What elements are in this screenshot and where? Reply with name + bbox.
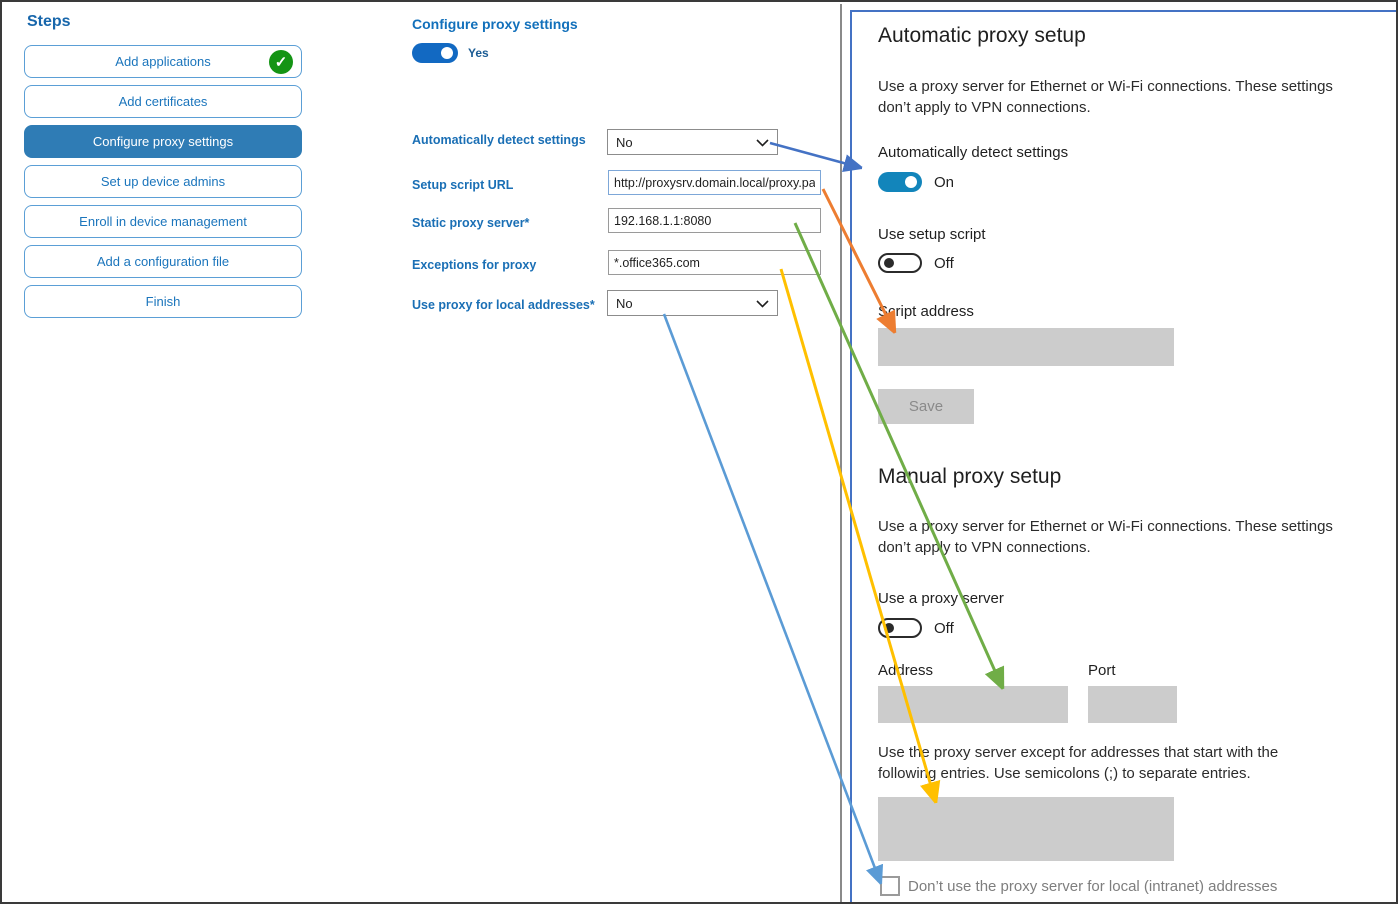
autodetect-label: Automatically detect settings [412, 133, 586, 147]
manual-proxy-description: Use a proxy server for Ethernet or Wi-Fi… [878, 518, 1333, 556]
automatic-proxy-description: Use a proxy server for Ethernet or Wi-Fi… [878, 78, 1333, 116]
setup-script-url-label: Setup script URL [412, 178, 514, 192]
static-proxy-input[interactable] [608, 208, 821, 233]
proxy-exceptions-input[interactable] [608, 250, 821, 275]
use-setup-script-toggle-state: Off [934, 255, 954, 272]
sidebar-item-label: Add a configuration file [96, 254, 230, 269]
sidebar-item-label: Enroll in device management [79, 214, 247, 229]
sidebar-item-label: Add applications [115, 54, 211, 69]
toggle-knob [884, 258, 894, 268]
static-proxy-label: Static proxy server* [412, 216, 530, 230]
proxy-exceptions-textarea[interactable] [878, 797, 1174, 861]
sidebar-item-enroll-in-device-management[interactable]: Enroll in device management [24, 205, 302, 238]
arrow-autodetect [769, 141, 862, 168]
sidebar-item-label: Add certificates [118, 94, 208, 109]
sidebar-item-label: Finish [145, 294, 181, 309]
configure-proxy-toggle-state: Yes [468, 46, 489, 60]
detect-settings-toggle[interactable] [878, 172, 922, 192]
use-setup-script-toggle[interactable] [878, 253, 922, 273]
save-button[interactable]: Save [878, 389, 974, 424]
use-proxy-server-label: Use a proxy server [878, 590, 1004, 607]
sidebar-item-add-certificates[interactable]: Add certificates [24, 85, 302, 118]
detect-settings-label: Automatically detect settings [878, 144, 1069, 161]
manual-proxy-title: Manual proxy setup [878, 465, 1062, 488]
use-proxy-server-toggle-state: Off [934, 620, 954, 637]
sidebar-item-label: Set up device admins [100, 174, 226, 189]
local-addresses-select[interactable]: No [607, 290, 778, 316]
local-intranet-checkbox[interactable] [880, 876, 900, 896]
sidebar-item-set-up-device-admins[interactable]: Set up device admins [24, 165, 302, 198]
port-label: Port [1088, 662, 1116, 679]
address-input[interactable] [878, 686, 1068, 723]
toggle-knob [905, 176, 917, 188]
detect-settings-toggle-state: On [934, 174, 955, 191]
script-address-label: Script address [878, 303, 974, 320]
local-addresses-label: Use proxy for local addresses* [412, 298, 595, 312]
script-address-input[interactable] [878, 328, 1174, 366]
use-proxy-server-toggle[interactable] [878, 618, 922, 638]
configure-proxy-toggle[interactable] [412, 43, 458, 63]
arrow-local-addresses [662, 313, 881, 884]
vertical-divider [840, 4, 842, 902]
chevron-down-icon [756, 135, 769, 150]
address-label: Address [878, 662, 934, 679]
page-title: Configure proxy settings [412, 16, 578, 32]
proxy-exceptions-label: Exceptions for proxy [412, 258, 537, 272]
sidebar-item-add-a-configuration-file[interactable]: Add a configuration file [24, 245, 302, 278]
proxy-exceptions-help: Use the proxy server except for addresse… [878, 744, 1279, 782]
local-addresses-select-value: No [616, 295, 633, 311]
sidebar-item-finish[interactable]: Finish [24, 285, 302, 318]
autodetect-select[interactable]: No [607, 129, 778, 155]
setup-script-url-input[interactable] [608, 170, 821, 195]
automatic-proxy-title: Automatic proxy setup [878, 24, 1086, 47]
sidebar-item-add-applications[interactable]: Add applications ✓ [24, 45, 302, 78]
sidebar-item-label: Configure proxy settings [92, 134, 234, 149]
autodetect-select-value: No [616, 134, 633, 150]
port-input[interactable] [1088, 686, 1177, 723]
chevron-down-icon [756, 296, 769, 311]
steps-title: Steps [27, 13, 71, 30]
local-intranet-checkbox-label: Don’t use the proxy server for local (in… [908, 878, 1278, 895]
use-setup-script-label: Use setup script [878, 226, 986, 243]
sidebar-item-configure-proxy-settings[interactable]: Configure proxy settings [24, 125, 302, 158]
toggle-knob [884, 623, 894, 633]
check-icon: ✓ [269, 50, 293, 74]
toggle-knob [441, 47, 453, 59]
